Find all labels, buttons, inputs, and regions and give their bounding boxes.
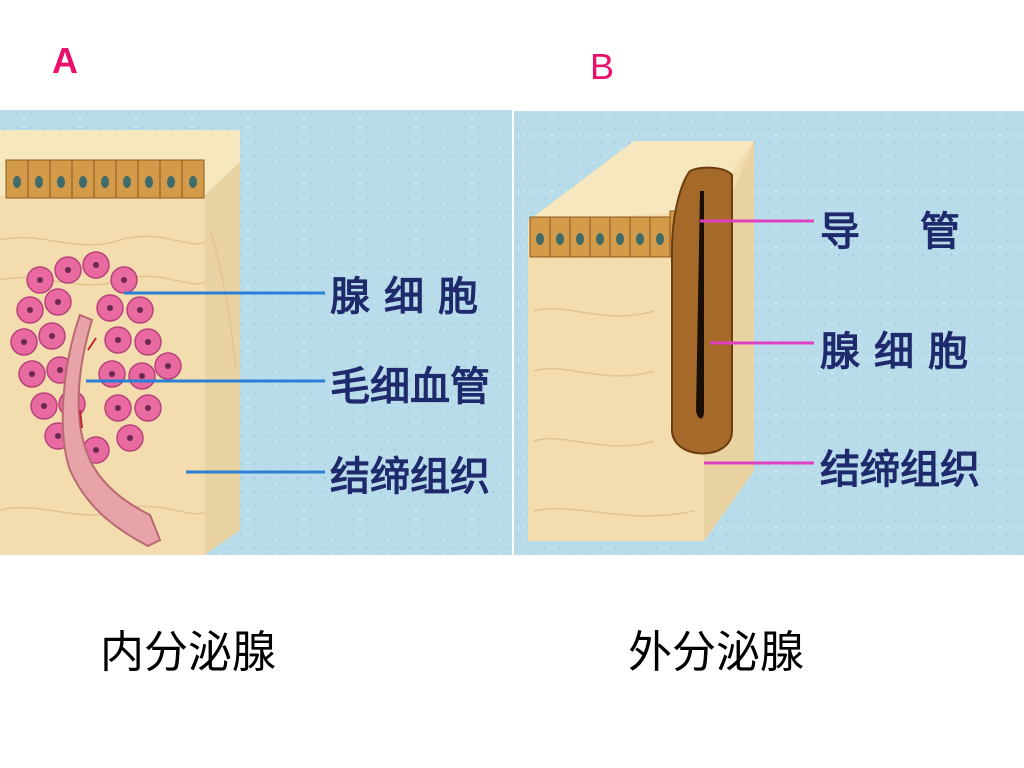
label-gland-cell-a: 腺细胞 bbox=[330, 273, 492, 320]
caption-exocrine: 外分泌腺 bbox=[628, 627, 804, 678]
panel-a-letter: A bbox=[52, 40, 78, 81]
exocrine-illustration bbox=[514, 111, 1024, 555]
label-duct: 导管 bbox=[820, 208, 1020, 255]
panel-b-letter: B bbox=[590, 46, 615, 87]
label-connective-b: 结缔组织 bbox=[820, 446, 980, 493]
exocrine-gland-diagram: 导管 腺细胞 结缔组织 bbox=[514, 111, 1024, 555]
endocrine-illustration bbox=[0, 110, 512, 555]
label-gland-cell-b: 腺细胞 bbox=[820, 328, 982, 375]
label-connective-a: 结缔组织 bbox=[330, 453, 490, 500]
caption-endocrine: 内分泌腺 bbox=[100, 627, 276, 678]
endocrine-gland-diagram: 腺细胞 毛细血管 结缔组织 bbox=[0, 110, 512, 555]
label-capillary: 毛细血管 bbox=[330, 363, 490, 410]
capillary-vessel bbox=[61, 313, 162, 548]
